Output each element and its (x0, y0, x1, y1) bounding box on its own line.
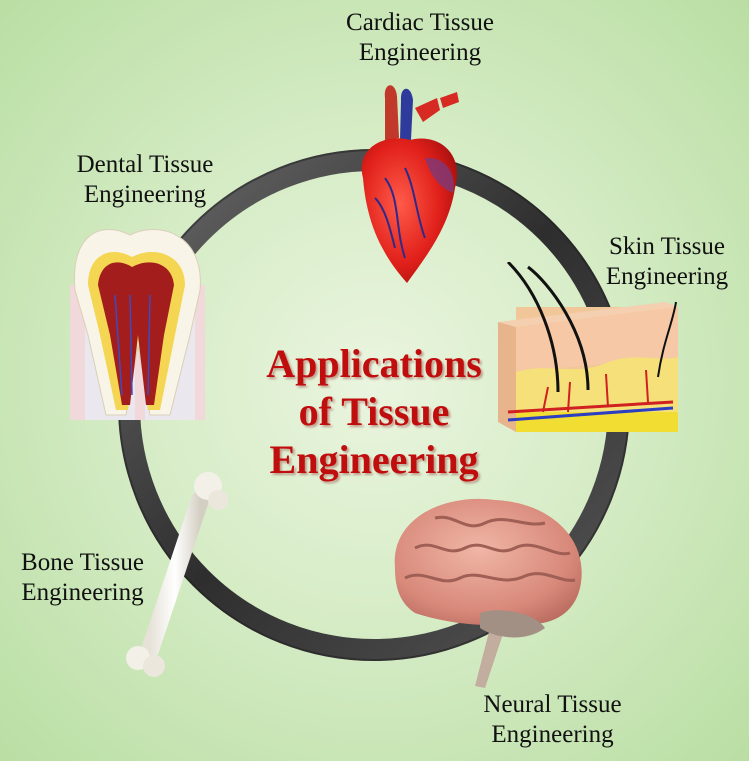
heart-icon (361, 85, 459, 283)
skin-label: Skin Tissue Engineering (585, 232, 749, 292)
neural-label-line-2: Engineering (491, 721, 614, 748)
center-title-line-2: of Tissue (298, 389, 450, 434)
cardiac-label-line-1: Cardiac Tissue (346, 9, 494, 36)
center-title-line-3: Engineering (269, 437, 479, 482)
dental-label-line-2: Engineering (83, 181, 207, 208)
dental-label-line-1: Dental Tissue (76, 151, 214, 178)
cardiac-label-line-2: Engineering (358, 39, 482, 66)
center-title: Applications of Tissue Engineering (214, 340, 534, 484)
skin-label-line-2: Engineering (605, 263, 729, 290)
bone-label-line-1: Bone Tissue (21, 549, 144, 576)
neural-label: Neural Tissue Engineering (455, 690, 650, 750)
tooth-icon (70, 229, 205, 420)
skin-icon (498, 262, 678, 432)
bone-label: Bone Tissue Engineering (0, 548, 165, 608)
bone-icon (126, 472, 228, 677)
center-title-line-1: Applications (266, 341, 482, 386)
bone-label-line-2: Engineering (21, 579, 144, 606)
skin-label-line-1: Skin Tissue (608, 233, 726, 260)
brain-icon (394, 498, 582, 688)
cardiac-label: Cardiac Tissue Engineering (320, 8, 520, 68)
dental-label: Dental Tissue Engineering (50, 150, 240, 210)
neural-label-line-1: Neural Tissue (483, 691, 622, 718)
